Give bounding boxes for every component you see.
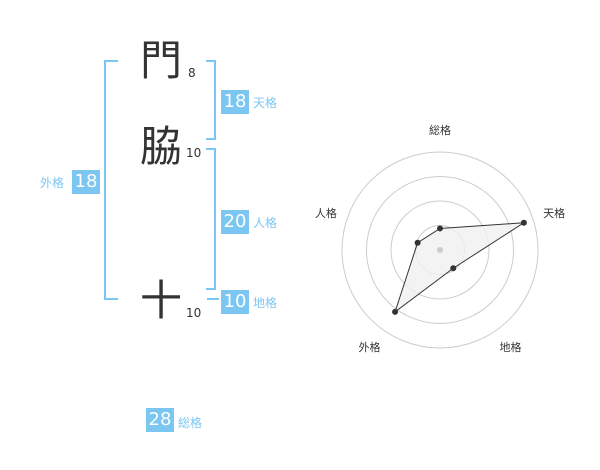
name-char-3: 十	[140, 276, 183, 325]
radar-area	[394, 222, 525, 314]
radar-point	[437, 225, 443, 232]
radar-axis-label: 総格	[429, 123, 451, 137]
chikaku-badge: 10	[221, 290, 249, 314]
tenkaku-bracket	[206, 60, 216, 140]
radar-point	[520, 219, 527, 226]
radar-axis-label: 天格	[543, 206, 565, 220]
radar-center-dot	[437, 247, 443, 253]
jinkaku-label: 人格	[253, 216, 278, 230]
name-char-2: 脇	[140, 122, 183, 171]
radar-point	[392, 308, 399, 315]
stroke-count-1: 8	[188, 66, 196, 80]
radar-axis-label: 地格	[500, 340, 522, 354]
stroke-count-2: 10	[186, 146, 202, 160]
tenkaku-label: 天格	[253, 96, 278, 110]
gaikaku-badge: 18	[72, 170, 100, 194]
tenkaku-badge: 18	[221, 90, 249, 114]
radar-ring	[366, 176, 514, 324]
chikaku-connector	[207, 298, 219, 300]
radar-axis-label: 人格	[315, 206, 337, 220]
stroke-count-3: 10	[186, 306, 202, 320]
soukaku-label: 総格	[178, 416, 203, 430]
chikaku-label: 地格	[253, 296, 278, 310]
radar-points	[392, 219, 527, 315]
gaikaku-bracket	[104, 60, 118, 300]
radar-point	[414, 239, 421, 246]
radar-ring	[390, 200, 490, 300]
radar-ring	[341, 151, 539, 349]
jinkaku-bracket	[206, 148, 216, 290]
radar-point	[450, 265, 457, 272]
soukaku-badge: 28	[146, 408, 174, 432]
gaikaku-label: 外格	[40, 176, 65, 190]
radar-axis-label: 外格	[358, 340, 380, 354]
name-char-1: 門	[140, 36, 183, 85]
jinkaku-badge: 20	[221, 210, 249, 234]
